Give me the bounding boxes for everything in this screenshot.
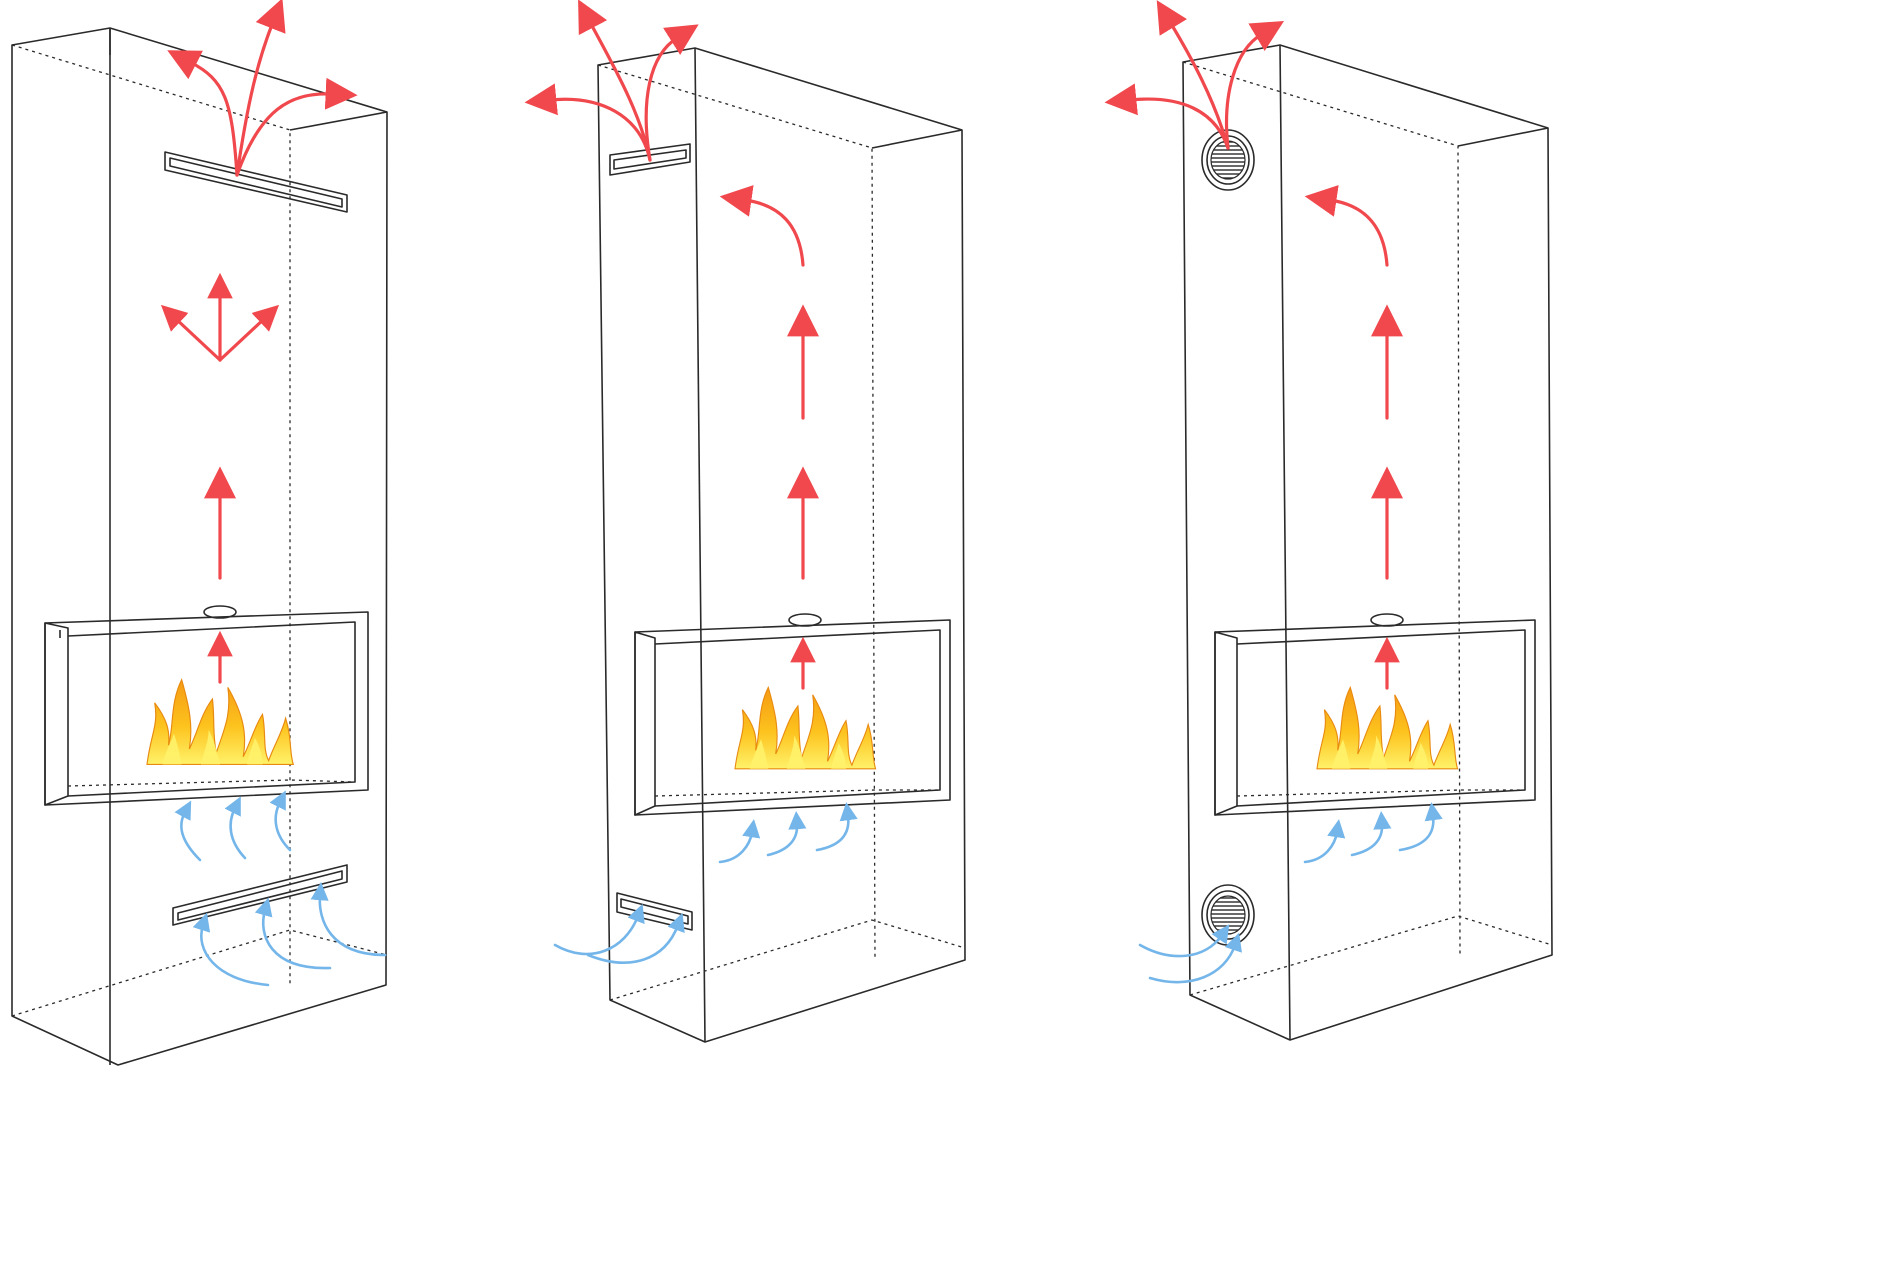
top-slot-vent-1: [164, 151, 348, 213]
top-slot-vent-2: [609, 143, 691, 176]
hot-air-arrow-icon: [160, 0, 358, 684]
firebox-1: [44, 605, 369, 806]
flame-icon: [1316, 686, 1459, 770]
hot-air-arrow-icon: [1104, 0, 1403, 690]
vent-grille-icon: [1201, 884, 1255, 946]
cold-air-arrow-icon: [174, 790, 387, 987]
cold-air-arrow-icon: [553, 802, 858, 964]
wall-box-2: [597, 47, 966, 1043]
hot-air-arrow-icon: [524, 0, 819, 690]
variant-1-full-width-slot-vents: [11, 0, 388, 1066]
vent-grille-icon: [1201, 129, 1255, 191]
variant-3-round-grille-vents: [1104, 0, 1553, 1041]
firebox-3: [1214, 613, 1536, 816]
bottom-slot-vent-1: [172, 864, 348, 926]
flame-icon: [146, 679, 294, 765]
variant-2-side-slot-vents: [524, 0, 966, 1043]
cold-air-arrow-icon: [1138, 802, 1443, 984]
wall-box-3: [1182, 44, 1553, 1041]
flame-icon: [734, 686, 877, 770]
wall-box-1: [11, 27, 388, 1066]
bottom-slot-vent-2: [616, 892, 693, 931]
